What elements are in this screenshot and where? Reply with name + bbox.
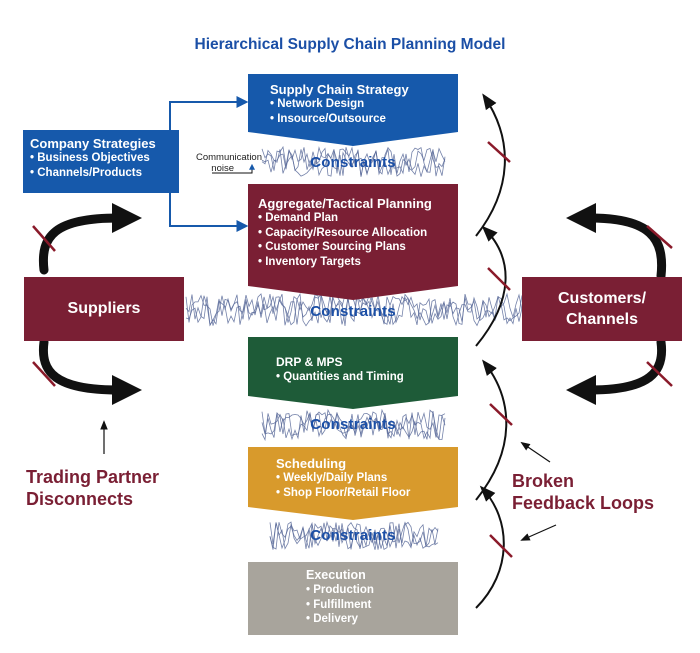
noise-line xyxy=(269,520,439,550)
communication-noise-line: Communication xyxy=(196,152,262,163)
drp-box: DRP & MPS Quantities and Timing xyxy=(276,355,446,385)
customer-upper-arrow xyxy=(585,213,667,281)
supplier-upper-arrow xyxy=(38,213,123,275)
company-to-tactical-connector xyxy=(169,193,249,232)
diagram-title: Hierarchical Supply Chain Planning Model xyxy=(194,36,506,53)
feedback-loop-1 xyxy=(475,485,505,609)
execution-item: Production xyxy=(306,583,426,598)
customer-lower-arrow xyxy=(585,337,667,395)
execution-box: Execution Production Fulfillment Deliver… xyxy=(306,568,426,627)
scheduling-item: Shop Floor/Retail Floor xyxy=(276,486,456,501)
drp-title: DRP & MPS xyxy=(276,355,343,369)
customer-lower-arrowhead xyxy=(566,375,596,405)
customer-upper-arrowhead xyxy=(566,203,596,233)
constraints-label-4: Constraints xyxy=(310,527,396,544)
execution-item: Delivery xyxy=(306,612,426,627)
execution-item: Fulfillment xyxy=(306,598,426,613)
execution-title: Execution xyxy=(306,568,366,582)
suppliers-label: Suppliers xyxy=(67,300,141,317)
noise-line xyxy=(261,145,446,177)
trading-partner-label: Trading Partner Disconnects xyxy=(26,466,159,510)
company-title: Company Strategies xyxy=(30,136,156,151)
scheduling-title: Scheduling xyxy=(276,456,347,471)
strategy-item: Network Design xyxy=(270,97,450,112)
noise-line xyxy=(269,521,439,551)
trading-partner-line1: Trading Partner xyxy=(26,467,160,487)
supplier-lower-arrow xyxy=(38,337,123,395)
tactical-box: Aggregate/Tactical Planning Demand Plan … xyxy=(258,196,458,269)
constraints-label-1: Constraints xyxy=(310,154,396,171)
supplier-upper-arrowhead xyxy=(112,203,142,233)
tactical-item: Inventory Targets xyxy=(258,255,458,270)
feedback-loop-2 xyxy=(475,359,508,501)
feedback-loop-3 xyxy=(475,225,507,347)
noise-line xyxy=(261,410,446,441)
tactical-item: Demand Plan xyxy=(258,211,458,226)
trading-partner-line2: Disconnects xyxy=(26,489,134,509)
tactical-item: Capacity/Resource Allocation xyxy=(258,226,458,241)
constraints-label-2: Constraints xyxy=(310,303,396,320)
customers-label-line2: Channels xyxy=(565,311,638,328)
noise-line xyxy=(261,408,446,440)
strategy-title: Supply Chain Strategy xyxy=(270,82,409,97)
communication-noise-label: Communication noise xyxy=(178,152,262,174)
suppliers-box: Suppliers xyxy=(24,277,184,341)
broken-feedback-line2: Feedback Loops xyxy=(512,493,655,513)
company-item: Channels/Products xyxy=(30,166,180,181)
broken-feedback-label: Broken Feedback Loops xyxy=(512,470,654,514)
communication-noise-line: noise xyxy=(211,163,234,174)
supplier-lower-arrowhead xyxy=(112,375,142,405)
broken-feedback-line1: Broken xyxy=(512,471,575,491)
tactical-item: Customer Sourcing Plans xyxy=(258,240,458,255)
broken-feedback-pointer-upper xyxy=(520,441,551,463)
scheduling-box: Scheduling Weekly/Daily Plans Shop Floor… xyxy=(276,456,456,500)
company-to-strategy-connector xyxy=(169,96,249,130)
drp-item: Quantities and Timing xyxy=(276,370,446,385)
customers-label-line1: Customers/ xyxy=(557,290,647,307)
constraints-label-3: Constraints xyxy=(310,416,396,433)
noise-line xyxy=(185,292,523,327)
strategy-item: Insource/Outsource xyxy=(270,112,450,127)
customers-box: Customers/ Channels xyxy=(522,277,682,341)
company-box: Company Strategies Business Objectives C… xyxy=(30,136,180,180)
scheduling-item: Weekly/Daily Plans xyxy=(276,471,456,486)
tactical-title: Aggregate/Tactical Planning xyxy=(258,196,432,211)
strategy-box: Supply Chain Strategy Network Design Ins… xyxy=(270,82,450,126)
noise-line xyxy=(185,293,523,327)
broken-loop-strikes xyxy=(32,141,673,558)
company-item: Business Objectives xyxy=(30,151,180,166)
feedback-loop-4 xyxy=(475,93,506,237)
noise-pointer-arrow xyxy=(212,163,255,174)
broken-feedback-pointer-lower xyxy=(520,524,557,541)
noise-bands xyxy=(185,145,523,551)
